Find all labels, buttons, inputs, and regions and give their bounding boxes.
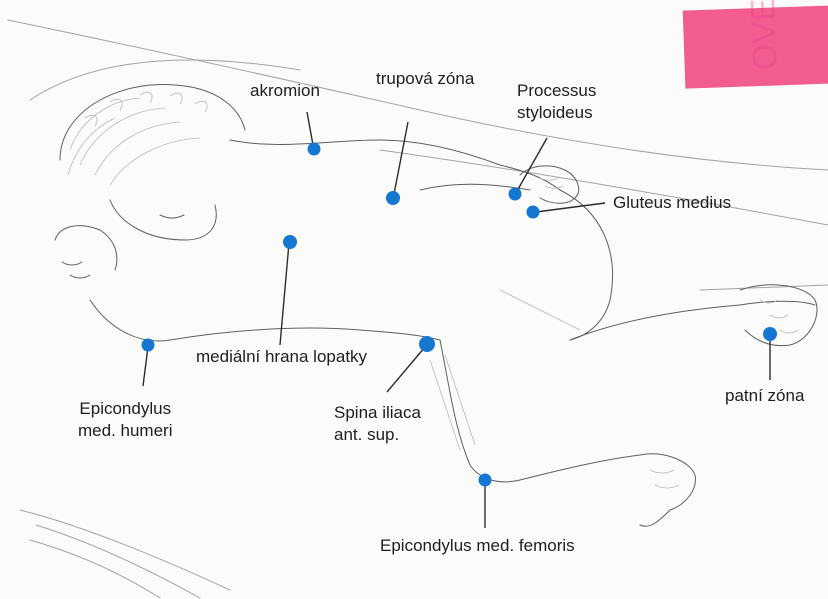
leader-lines [143,112,770,528]
label-gluteus-medius: Gluteus medius [613,192,731,214]
marker-epicondylus-med-femoris [479,474,492,487]
marker-spina-iliaca [419,336,435,352]
marker-akromion [308,143,321,156]
label-epicondylus-med-humeri: Epicondylus med. humeri [78,398,172,442]
label-spina-iliaca: Spina iliaca ant. sup. [334,402,421,446]
sticky-note: OVE [683,0,828,89]
label-trupova-zona: trupová zóna [376,68,474,90]
label-medialni-hrana-lopatky: mediální hrana lopatky [196,346,367,368]
label-patni-zona: patní zóna [725,385,804,407]
marker-patni-zona [763,327,777,341]
marker-epicondylus-med-humeri [142,339,155,352]
marker-medialni-hrana-lopatky [283,235,297,249]
label-processus-styloideus: Processus styloideus [517,80,596,124]
marker-trupova-zona [386,191,400,205]
label-epicondylus-med-femoris: Epicondylus med. femoris [380,535,575,557]
svg-text:OVE: OVE [744,0,784,71]
body-outline [55,84,817,526]
marker-gluteus-medius [527,206,540,219]
label-akromion: akromion [250,80,320,102]
marker-processus-styloideus [509,188,522,201]
